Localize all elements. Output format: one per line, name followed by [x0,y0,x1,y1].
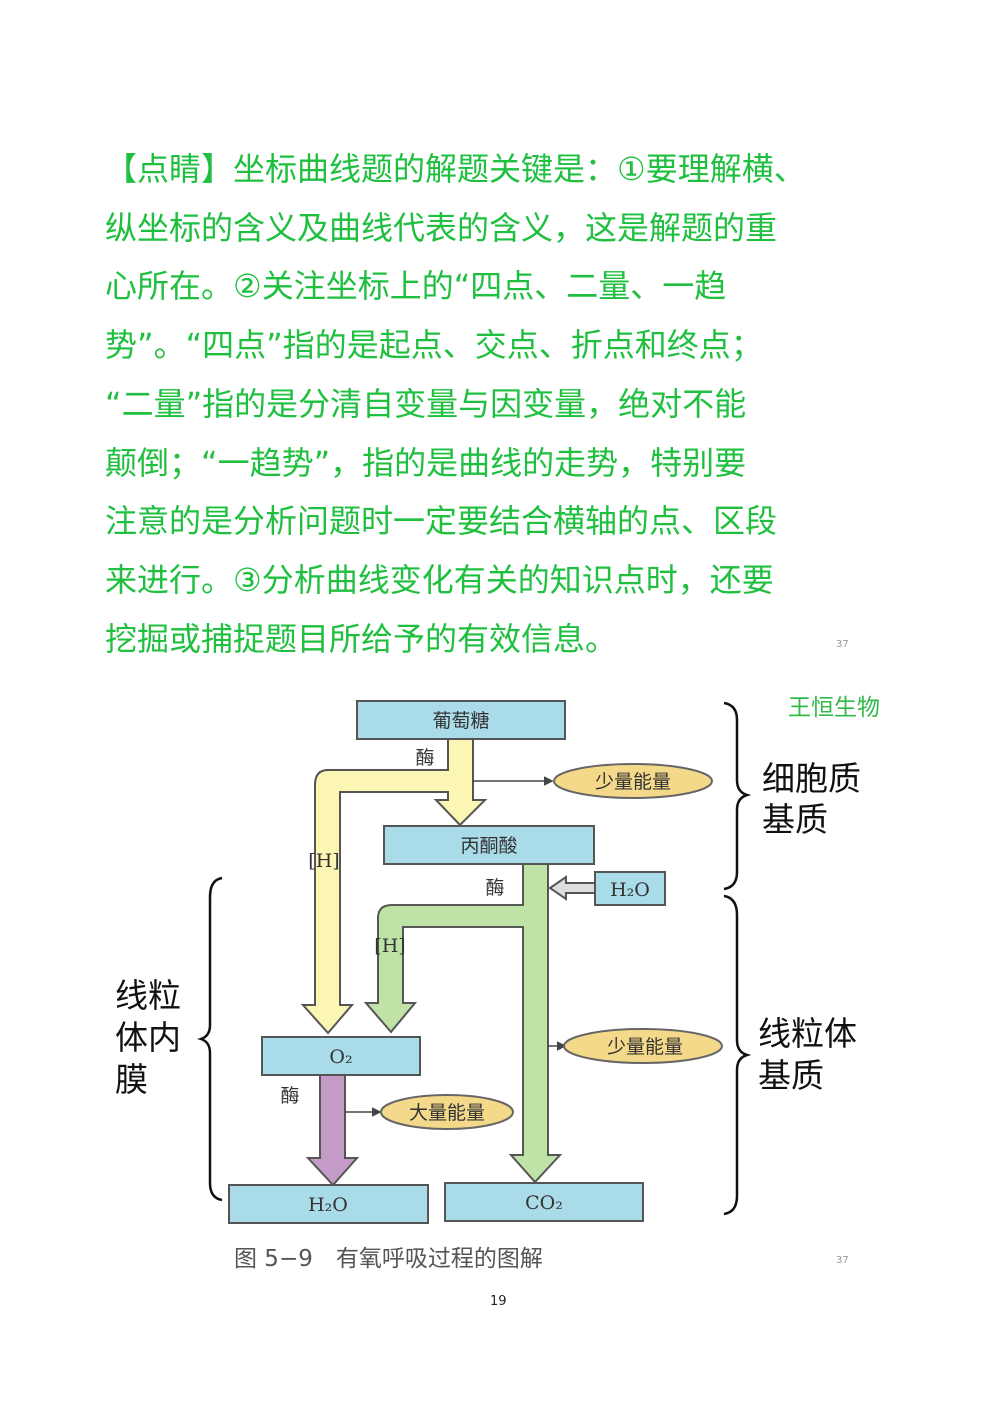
oxygen-box [261,1036,421,1076]
glucose-label: 葡萄糖 [432,710,489,732]
large-energy-label: 大量能量 [409,1102,485,1124]
hydrogen-label: [H] [374,935,405,957]
membrane-brace [197,876,223,1202]
paragraph-line: 来进行。③分析曲线变化有关的知识点时，还要 [105,560,774,599]
energy-pointer-arrowhead [543,776,554,786]
key-points-paragraph: 【点睛】坐标曲线题的解题关键是：①要理解横、 纵坐标的含义及曲线代表的含义，这是… [105,140,905,668]
figure-caption: 图 5−9 有氧呼吸过程的图解 [234,1246,543,1272]
paragraph-line: 纵坐标的含义及曲线代表的含义，这是解题的重 [105,208,778,247]
cytoplasm-brace [723,701,752,891]
paragraph-line: “二量”指的是分清自变量与因变量，绝对不能 [105,384,747,423]
large-energy-ellipse [380,1094,514,1130]
glucose-box [356,700,566,740]
cytoplasm-matrix-label: 细胞质 [762,759,861,798]
small-energy-label: 少量能量 [607,1036,683,1058]
page-number: 19 [490,1294,507,1309]
matrix-brace [723,894,752,1216]
pyruvate-label: 丙酮酸 [460,835,517,857]
yellow-flow-arrow [300,738,488,1035]
hydrogen-label: [H] [308,850,339,872]
paragraph-line: 【点睛】坐标曲线题的解题关键是：①要理解横、 [105,150,806,188]
co2-box [444,1182,644,1222]
green-flow-arrow [363,863,563,1184]
water-input-label: H₂O [610,879,650,901]
mitochondrial-matrix-label: 线粒体 [758,1014,857,1053]
inner-membrane-label: 膜 [115,1060,148,1099]
inner-membrane-label: 体内 [115,1018,181,1057]
water-output-box [228,1184,429,1224]
water-output-label: H₂O [308,1194,348,1216]
energy-pointer-arrowhead [371,1107,382,1117]
enzyme-label: 酶 [415,747,434,769]
enzyme-label: 酶 [280,1085,299,1107]
mitochondrial-matrix-label: 基质 [758,1056,824,1095]
paragraph-line: 挖掘或捕捉题目所给予的有效信息。 [105,619,618,658]
pyruvate-box [383,825,595,865]
small-energy-ellipse [553,763,713,799]
oxygen-label: O₂ [329,1046,352,1068]
small-energy-label: 少量能量 [595,771,671,793]
paragraph-line: 颠倒；“一趋势”，指的是曲线的走势，特别要 [105,443,747,482]
paragraph-line: 心所在。②关注坐标上的“四点、二量、一趋 [105,267,727,306]
water-input-box [594,871,666,906]
paragraph-line: 势”。“四点”指的是起点、交点、折点和终点； [105,326,763,365]
slide-number: 37 [836,1255,849,1266]
water-input-arrow [548,875,596,901]
paragraph-line: 注意的是分析问题时一定要结合横轴的点、区段 [105,502,778,541]
enzyme-label: 酶 [485,877,504,899]
co2-label: CO₂ [525,1192,563,1214]
small-energy-ellipse [563,1028,723,1064]
watermark: 王恒生物 [788,695,880,721]
cytoplasm-matrix-label: 基质 [762,800,828,839]
purple-flow-arrow [305,1074,360,1187]
slide-number: 37 [836,639,849,650]
inner-membrane-label: 线粒 [115,976,181,1015]
